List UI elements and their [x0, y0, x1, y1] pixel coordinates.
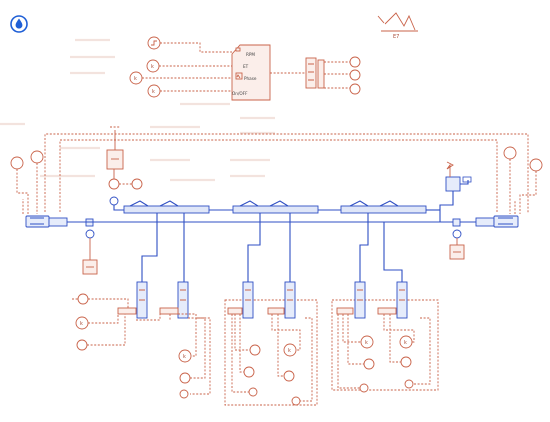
- relief-valve[interactable]: [439, 161, 472, 211]
- feed-pressure-sensor[interactable]: [109, 196, 119, 206]
- rail-segment-2[interactable]: [232, 205, 319, 214]
- left-pressure-components: [67, 218, 98, 275]
- ecu-controller-block[interactable]: RPM ET Phase On/OFF: [231, 44, 271, 101]
- right-pump-block[interactable]: [475, 215, 519, 228]
- rail-segment-1[interactable]: [123, 205, 210, 214]
- injector-cmd-3[interactable]: [248, 387, 258, 397]
- left-sensor-2[interactable]: [30, 150, 44, 164]
- constant-label: k: [288, 348, 291, 354]
- scope-output-3[interactable]: [349, 83, 361, 95]
- injector-scope-1[interactable]: [76, 339, 88, 351]
- constant-label: k: [365, 340, 368, 346]
- right-pressure-components: [449, 218, 465, 260]
- signal-sources-top: k k k: [129, 36, 161, 98]
- constant-label: k: [151, 64, 154, 70]
- scope-output-1[interactable]: [349, 56, 361, 68]
- svg-text:E7: E7: [393, 34, 399, 40]
- constant-label: k: [134, 76, 137, 82]
- left-pressure-sensor[interactable]: [85, 229, 95, 239]
- left-sensor-1[interactable]: [10, 156, 24, 170]
- right-sensors: [503, 146, 543, 214]
- injector-cmd-5[interactable]: [359, 383, 369, 393]
- right-valve[interactable]: [452, 218, 461, 227]
- bus-selector[interactable]: [317, 59, 325, 89]
- background-ghost-strokes: [0, 38, 275, 182]
- pressure-regulator-block[interactable]: [106, 149, 124, 170]
- injector-const-6[interactable]: [399, 335, 413, 349]
- feed-pump-icon[interactable]: [108, 178, 120, 190]
- right-pressure-sensor[interactable]: [452, 229, 462, 239]
- right-sensor-2[interactable]: [529, 158, 543, 172]
- ecu-output-bus: [270, 56, 361, 95]
- rail-segment-3[interactable]: [340, 205, 427, 214]
- injector-group-1: k k: [72, 281, 211, 399]
- injector-cmd-1[interactable]: [77, 293, 89, 305]
- injector-scope-4[interactable]: [283, 370, 295, 382]
- feed-sensor-icon[interactable]: [131, 178, 143, 190]
- injector-group-3: k k: [331, 281, 439, 393]
- injector-const-2[interactable]: [178, 349, 192, 363]
- injector-const-5[interactable]: [360, 335, 374, 349]
- ecu-port-et: ET: [243, 64, 249, 69]
- ecu-port-onoff: On/OFF: [232, 91, 248, 96]
- ecu-port-phase: Phase: [244, 76, 257, 81]
- drop-icon[interactable]: [10, 15, 28, 33]
- scope-output-2[interactable]: [349, 69, 361, 81]
- control-signal-loop: [44, 133, 529, 213]
- constant-label: k: [80, 321, 83, 327]
- injector-scope-2[interactable]: [179, 372, 191, 384]
- injector-const-3[interactable]: [249, 344, 261, 356]
- right-sensor-1[interactable]: [503, 146, 517, 160]
- left-sensors: [10, 150, 44, 214]
- common-rail: [67, 200, 476, 223]
- injector-scope-6[interactable]: [400, 356, 412, 368]
- constant-label: k: [152, 89, 155, 95]
- ecu-input-wires: [142, 42, 232, 92]
- injector-scope-3[interactable]: [243, 366, 255, 378]
- injector-feed-lines: [141, 213, 403, 282]
- constant-label: k: [404, 340, 407, 346]
- injector-group-2: k: [224, 281, 318, 406]
- ecu-port-rpm: RPM: [246, 52, 255, 57]
- demux-block[interactable]: [305, 57, 317, 89]
- left-regulator: [106, 126, 157, 211]
- injector-cmd-2[interactable]: [179, 389, 189, 399]
- injector-scope-5[interactable]: [363, 358, 375, 370]
- profile-sketch-icon: E7: [377, 12, 418, 40]
- injector-cmd-6[interactable]: [404, 379, 414, 389]
- injector-const-4[interactable]: [283, 343, 297, 357]
- constant-label: k: [183, 354, 186, 360]
- injector-cmd-4[interactable]: [291, 396, 301, 406]
- left-pump-block[interactable]: [25, 215, 68, 228]
